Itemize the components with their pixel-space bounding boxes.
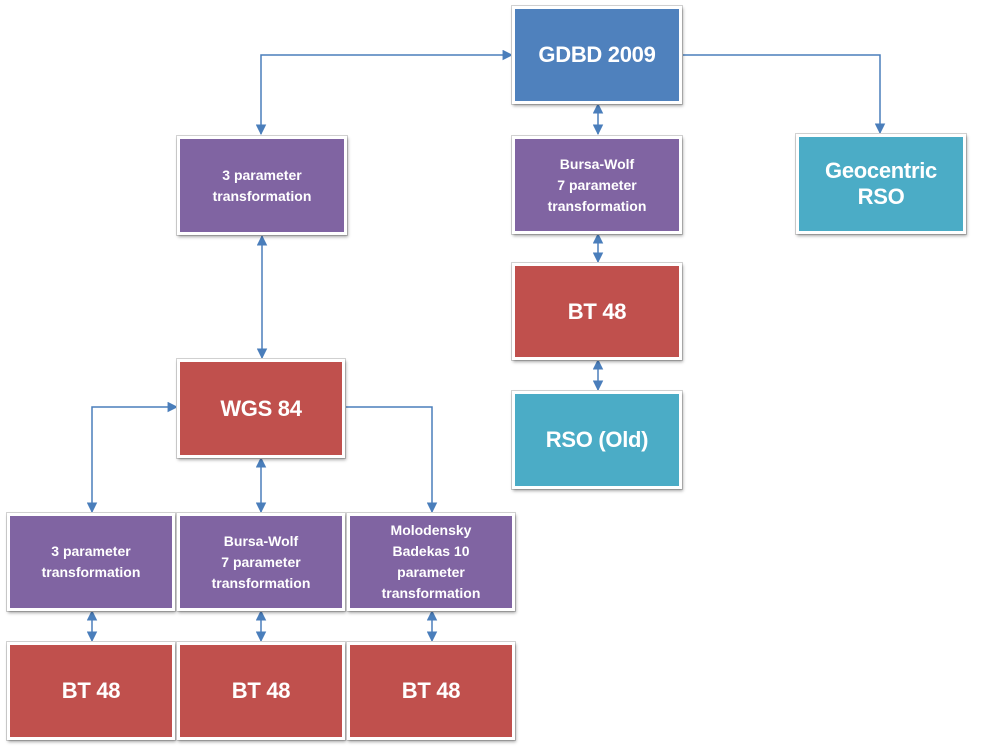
connector-gdbd-geocentric [682, 54, 886, 135]
node-3-parameter-transformation-bottom: 3 parameter transformation [7, 513, 175, 611]
connector-wgs84-3param-bottom [86, 401, 179, 514]
node-wgs-84: WGS 84 [177, 359, 345, 458]
node-bt48-middle: BT 48 [177, 642, 345, 740]
node-molodensky-badekas-transformation: Molodensky Badekas 10 parameter transfor… [347, 513, 515, 611]
node-bursa-wolf-transformation-top: Bursa-Wolf 7 parameter transformation [512, 136, 682, 234]
node-3-parameter-transformation-top: 3 parameter transformation [177, 136, 347, 235]
node-gdbd-2009: GDBD 2009 [512, 6, 682, 104]
node-rso-old: RSO (Old) [512, 391, 682, 489]
node-bt48-top: BT 48 [512, 263, 682, 360]
node-bt48-left: BT 48 [7, 642, 175, 740]
node-bt48-right: BT 48 [347, 642, 515, 740]
node-bursa-wolf-transformation-bottom: Bursa-Wolf 7 parameter transformation [177, 513, 345, 611]
connector-gdbd-3param [255, 49, 514, 136]
connector-wgs84-molodensky [345, 406, 438, 514]
node-geocentric-rso: Geocentric RSO [796, 134, 966, 234]
